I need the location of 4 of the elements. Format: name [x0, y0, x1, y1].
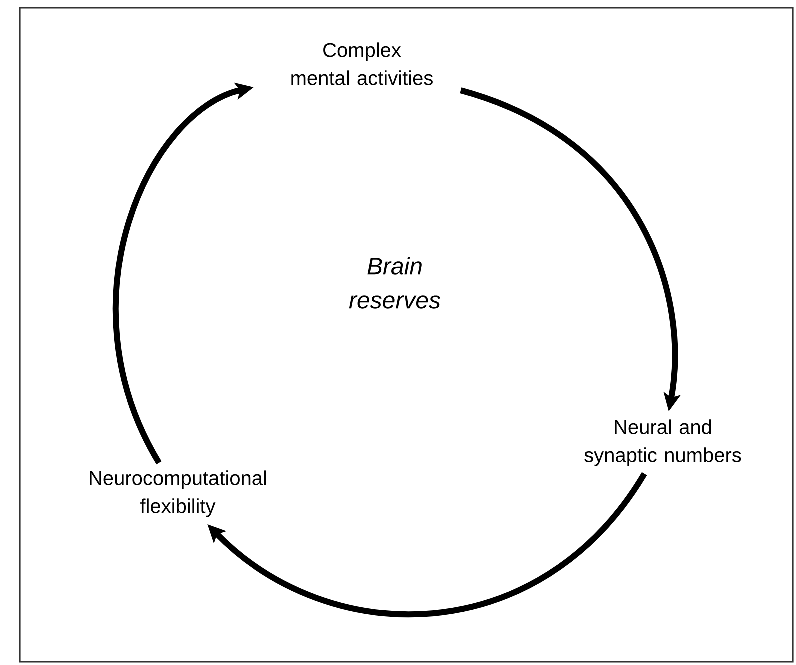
node-label: Complex mental activities	[292, 42, 433, 86]
center-label: Brain reserves	[349, 257, 441, 309]
node-label: Neurocomputational flexibility	[90, 470, 266, 518]
node-label: Neural and synaptic numbers	[584, 420, 742, 466]
